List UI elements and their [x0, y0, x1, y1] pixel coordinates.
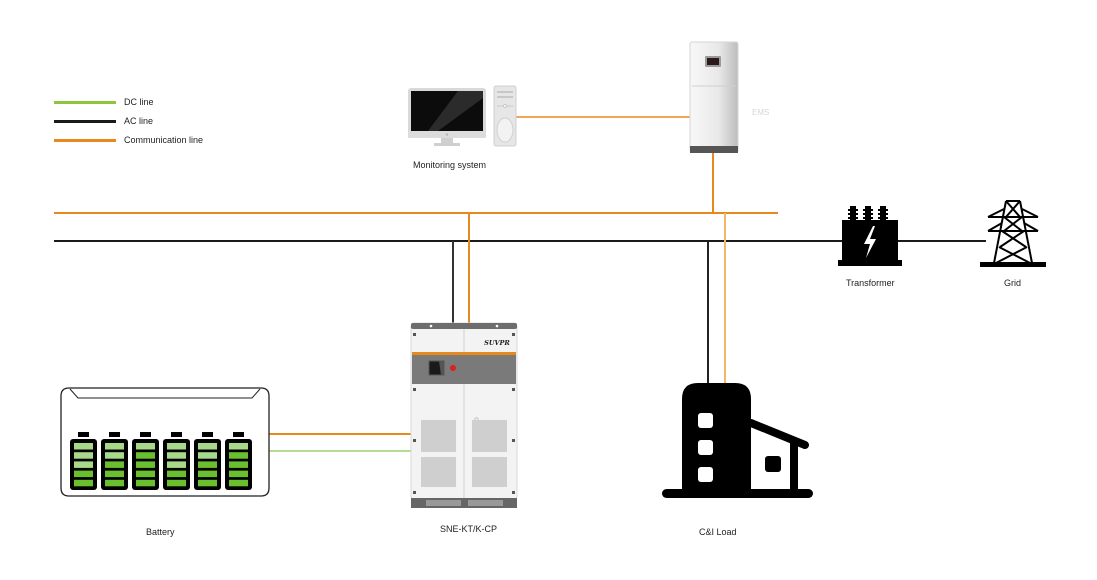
battery-bar	[136, 479, 155, 487]
ems-cabinet-icon	[689, 41, 739, 153]
battery-bar	[198, 461, 217, 468]
battery-bar	[105, 470, 124, 478]
battery-bar	[167, 452, 186, 459]
battery-bar	[136, 452, 155, 459]
battery-bar	[105, 452, 124, 459]
legend-ac-label: AC line	[124, 116, 154, 126]
battery-bar	[229, 470, 248, 478]
battery-bar	[136, 461, 155, 468]
load-ac-line	[707, 241, 709, 383]
transformer-label: Transformer	[846, 278, 895, 288]
battery-bar	[105, 461, 124, 468]
battery-bar	[74, 461, 93, 468]
pcs-ac-line	[452, 241, 454, 325]
battery-bar	[74, 479, 93, 487]
battery-bar	[198, 470, 217, 478]
legend-dc-label: DC line	[124, 97, 154, 107]
legend-ac: AC line	[54, 116, 153, 126]
battery-cell	[70, 432, 97, 490]
battery-bar	[167, 443, 186, 450]
battery-bar	[74, 452, 93, 459]
transformer-icon	[838, 206, 902, 266]
battery-bar	[229, 479, 248, 487]
desktop-computer-icon	[408, 85, 517, 147]
battery-cell	[132, 432, 159, 490]
battery-cell	[225, 432, 252, 490]
battery-bar	[74, 470, 93, 478]
battery-bar	[167, 479, 186, 487]
monitoring-ems-comm-line	[515, 116, 691, 118]
battery-bar	[167, 470, 186, 478]
battery-bar	[229, 452, 248, 459]
comm-line-swatch	[54, 138, 116, 142]
battery-bar	[198, 479, 217, 487]
battery-bar	[198, 443, 217, 450]
grid-label: Grid	[1004, 278, 1022, 288]
ac-line-swatch	[54, 119, 116, 123]
building-icon	[662, 383, 813, 498]
legend-comm: Communication line	[54, 135, 203, 145]
ac-bus-line	[54, 240, 986, 242]
pcs-brand-text: SUVPR	[484, 339, 510, 347]
battery-bar	[229, 443, 248, 450]
battery-bar	[105, 443, 124, 450]
battery-comm-line	[266, 433, 412, 435]
load-comm-line	[724, 213, 726, 383]
battery-cell	[163, 432, 190, 490]
ems-label: EMS	[752, 108, 770, 117]
pcs-label: SNE-KT/K-CP	[440, 524, 498, 534]
monitoring-system-label: Monitoring system	[413, 160, 487, 170]
transmission-tower-icon	[980, 200, 1046, 267]
ems-comm-drop-line	[712, 152, 714, 213]
battery-cell	[194, 432, 221, 490]
battery-label: Battery	[146, 527, 175, 537]
battery-dc-line	[266, 450, 412, 452]
load-label: C&I Load	[699, 527, 737, 537]
dc-line-swatch	[54, 100, 116, 104]
pcs-comm-line	[468, 213, 470, 325]
battery-bar	[167, 461, 186, 468]
legend-comm-label: Communication line	[124, 135, 204, 145]
pcs-cabinet-icon: SUVPR	[410, 322, 518, 508]
battery-rack-icon	[60, 387, 270, 497]
battery-bar	[74, 443, 93, 450]
battery-bar	[198, 452, 217, 459]
battery-bar	[229, 461, 248, 468]
battery-bar	[105, 479, 124, 487]
battery-bar	[136, 470, 155, 478]
battery-bar	[136, 443, 155, 450]
legend-dc: DC line	[54, 97, 154, 107]
comm-bus-line	[54, 212, 778, 214]
battery-cell	[101, 432, 128, 490]
